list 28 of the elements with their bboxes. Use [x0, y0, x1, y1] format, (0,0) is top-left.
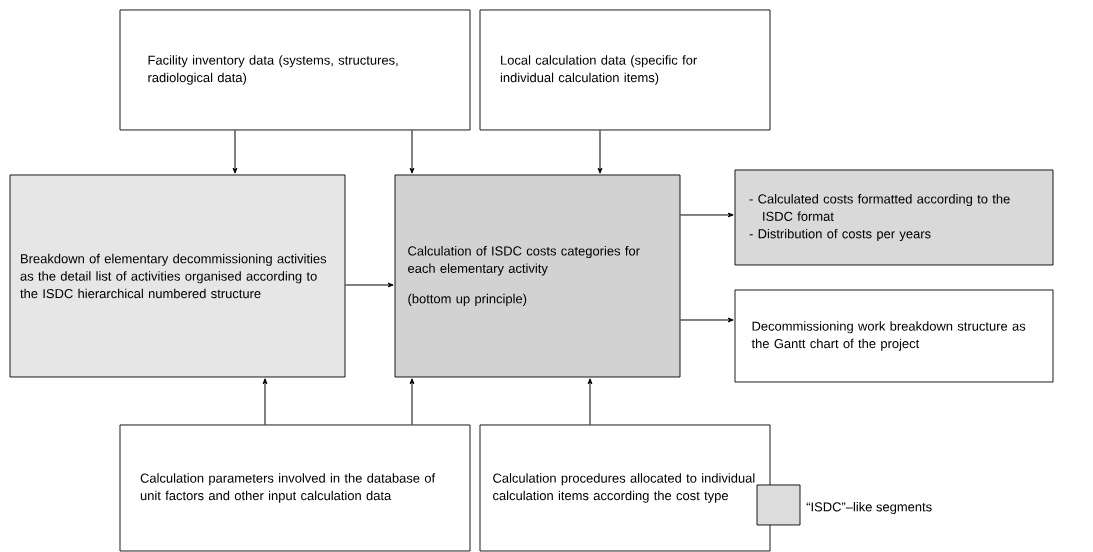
shaded-box	[734, 169, 1054, 266]
node-text: Facility inventory data (systems, structures, radiological data)	[148, 55, 398, 85]
node-text: - Distribution of costs per years	[749, 228, 931, 241]
node-text: Calculation parameters involved in the database of unit factors and other input calculation data	[140, 473, 436, 503]
legend-text: “ISDC”–like segments	[806, 501, 932, 514]
node-text: Local calculation data (specific for individual calculation items)	[500, 55, 697, 85]
node-text: Breakdown of elementary decommissioning activities as the detail list of activities organised according to the ISDC hierarchical numbered structure	[20, 253, 327, 299]
text-box	[119, 9, 471, 131]
arrow	[597, 129, 603, 174]
arrow	[344, 282, 394, 288]
text-box	[479, 424, 771, 552]
shaded-box	[9, 174, 346, 378]
arrow	[409, 378, 415, 426]
text-box	[479, 9, 771, 131]
node-text: - Calculated costs formatted according to the ISDC format	[749, 194, 1010, 221]
node-text: Calculation procedures allocated to individual calculation items according the cost type	[493, 473, 755, 503]
node-text: Decommissioning work breakdown structure as the Gantt chart of the project	[751, 321, 1026, 351]
arrow	[409, 129, 415, 174]
text-box	[734, 289, 1054, 383]
arrow	[262, 378, 268, 426]
node-text: Calculation of ISDC costs categories for each elementary activity	[408, 246, 640, 276]
text-box	[119, 424, 471, 552]
shaded-box	[394, 174, 681, 378]
arrow	[679, 317, 734, 323]
node-text: (bottom up principle)	[408, 293, 527, 306]
arrow	[587, 378, 593, 426]
arrow	[679, 212, 734, 218]
arrow	[232, 129, 238, 174]
